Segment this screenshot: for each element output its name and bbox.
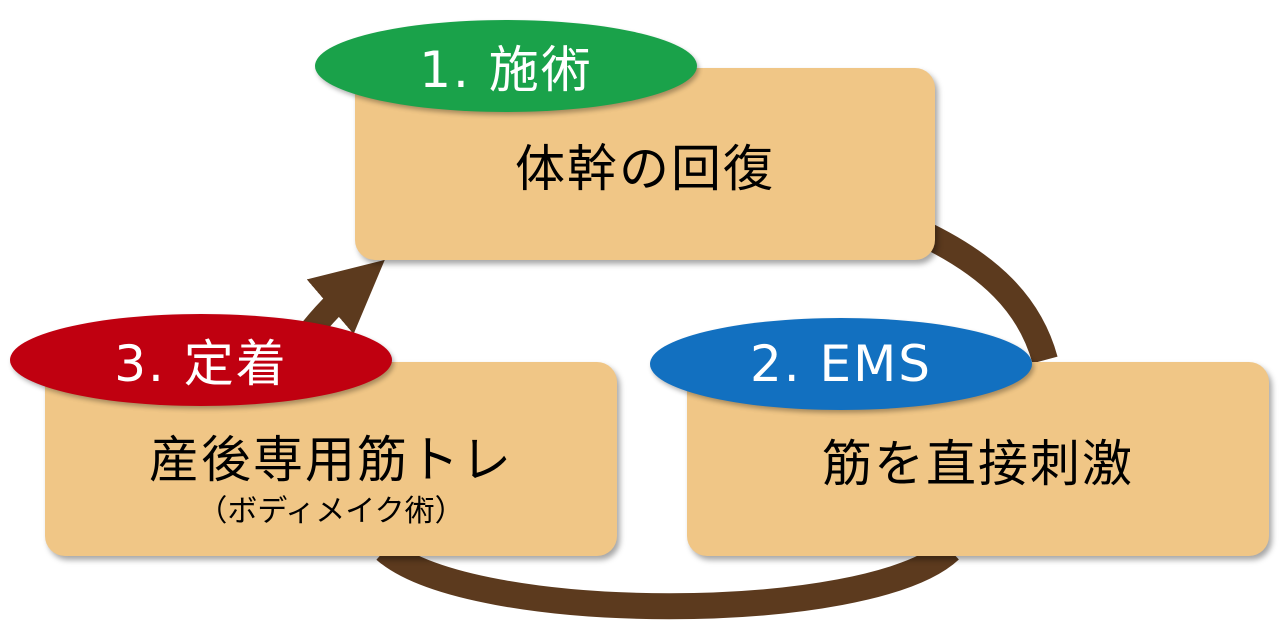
step-1-label: 1. 施術 <box>315 20 697 112</box>
step-1-text: 体幹の回復 <box>515 139 775 198</box>
arrow-2-to-3 <box>376 539 959 620</box>
step-1-label-text: 1. 施術 <box>419 41 593 99</box>
step-3-label: 3. 定着 <box>10 314 392 406</box>
step-3-label-text: 3. 定着 <box>114 335 288 393</box>
arrow-1-to-2 <box>914 220 1058 364</box>
step-3-text: 産後専用筋トレ <box>149 430 513 489</box>
step-2-label: 2. EMS <box>650 318 1032 410</box>
step-2-label-text: 2. EMS <box>749 335 933 393</box>
step-3-subtext: （ボディメイク術） <box>197 493 465 529</box>
step-2-text: 筋を直接刺激 <box>822 434 1134 493</box>
step-3-box: 産後専用筋トレ （ボディメイク術） <box>45 362 617 556</box>
